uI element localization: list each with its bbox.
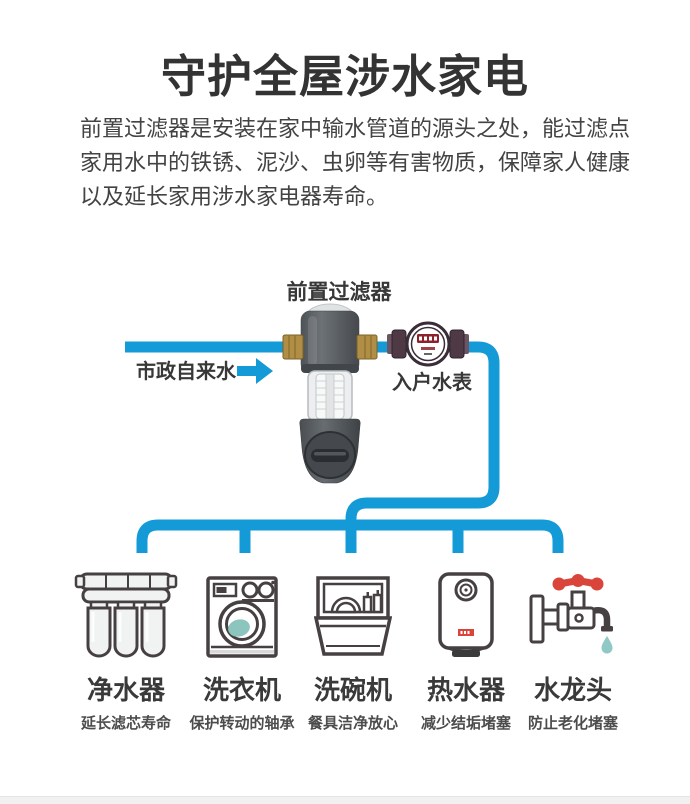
appliance-benefit: 减少结垢堵塞	[420, 715, 511, 732]
dishwasher-icon	[314, 576, 392, 656]
main-pipe	[125, 341, 500, 553]
water-heater-icon	[438, 572, 494, 657]
prefilter-label: 前置过滤器	[286, 281, 392, 304]
intro-line: 家用水中的铁锈、泥沙、虫卵等有害物质，保障家人健康	[80, 150, 631, 175]
appliance-item-dishwasher: 洗碗机 餐具洁净放心	[283, 566, 423, 733]
bottom-divider	[0, 796, 690, 804]
source-water-label: 市政自来水	[136, 361, 236, 383]
manifold-pipe	[136, 519, 564, 553]
intro-line: 以及延长家用涉水家电器寿命。	[80, 184, 389, 209]
water-purifier-icon	[74, 572, 178, 658]
appliance-benefit: 防止老化堵塞	[527, 715, 618, 732]
appliance-benefit: 保护转动的轴承	[189, 715, 295, 732]
appliance-name: 洗碗机	[313, 675, 392, 705]
appliance-item-water-purifier: 净水器 延长滤芯寿命	[56, 566, 196, 733]
meter-label: 入户水表	[392, 372, 472, 394]
intro-line: 前置过滤器是安装在家中输水管道的源头之处，能过滤点	[80, 116, 631, 141]
appliance-benefit: 延长滤芯寿命	[80, 715, 171, 732]
appliance-name: 洗衣机	[202, 675, 281, 705]
appliance-benefit: 餐具洁净放心	[307, 715, 398, 732]
faucet-icon	[529, 574, 613, 654]
intro-paragraph: 前置过滤器是安装在家中输水管道的源头之处，能过滤点 家用水中的铁锈、泥沙、虫卵等…	[80, 112, 640, 214]
prefilter-device-icon	[282, 303, 378, 484]
washing-machine-icon	[206, 576, 278, 658]
appliance-name: 水龙头	[533, 675, 612, 705]
appliance-item-washing-machine: 洗衣机 保护转动的轴承	[172, 566, 312, 733]
water-meter-icon	[387, 321, 469, 367]
page-title: 守护全屋涉水家电	[160, 51, 529, 102]
pipe-network	[125, 341, 564, 553]
appliance-item-water-heater: 热水器 减少结垢堵塞	[396, 566, 536, 733]
appliance-item-faucet: 水龙头 防止老化堵塞	[503, 566, 643, 733]
flow-right-arrow-icon	[237, 358, 273, 384]
appliance-name: 净水器	[86, 675, 165, 705]
appliance-name: 热水器	[426, 675, 505, 705]
